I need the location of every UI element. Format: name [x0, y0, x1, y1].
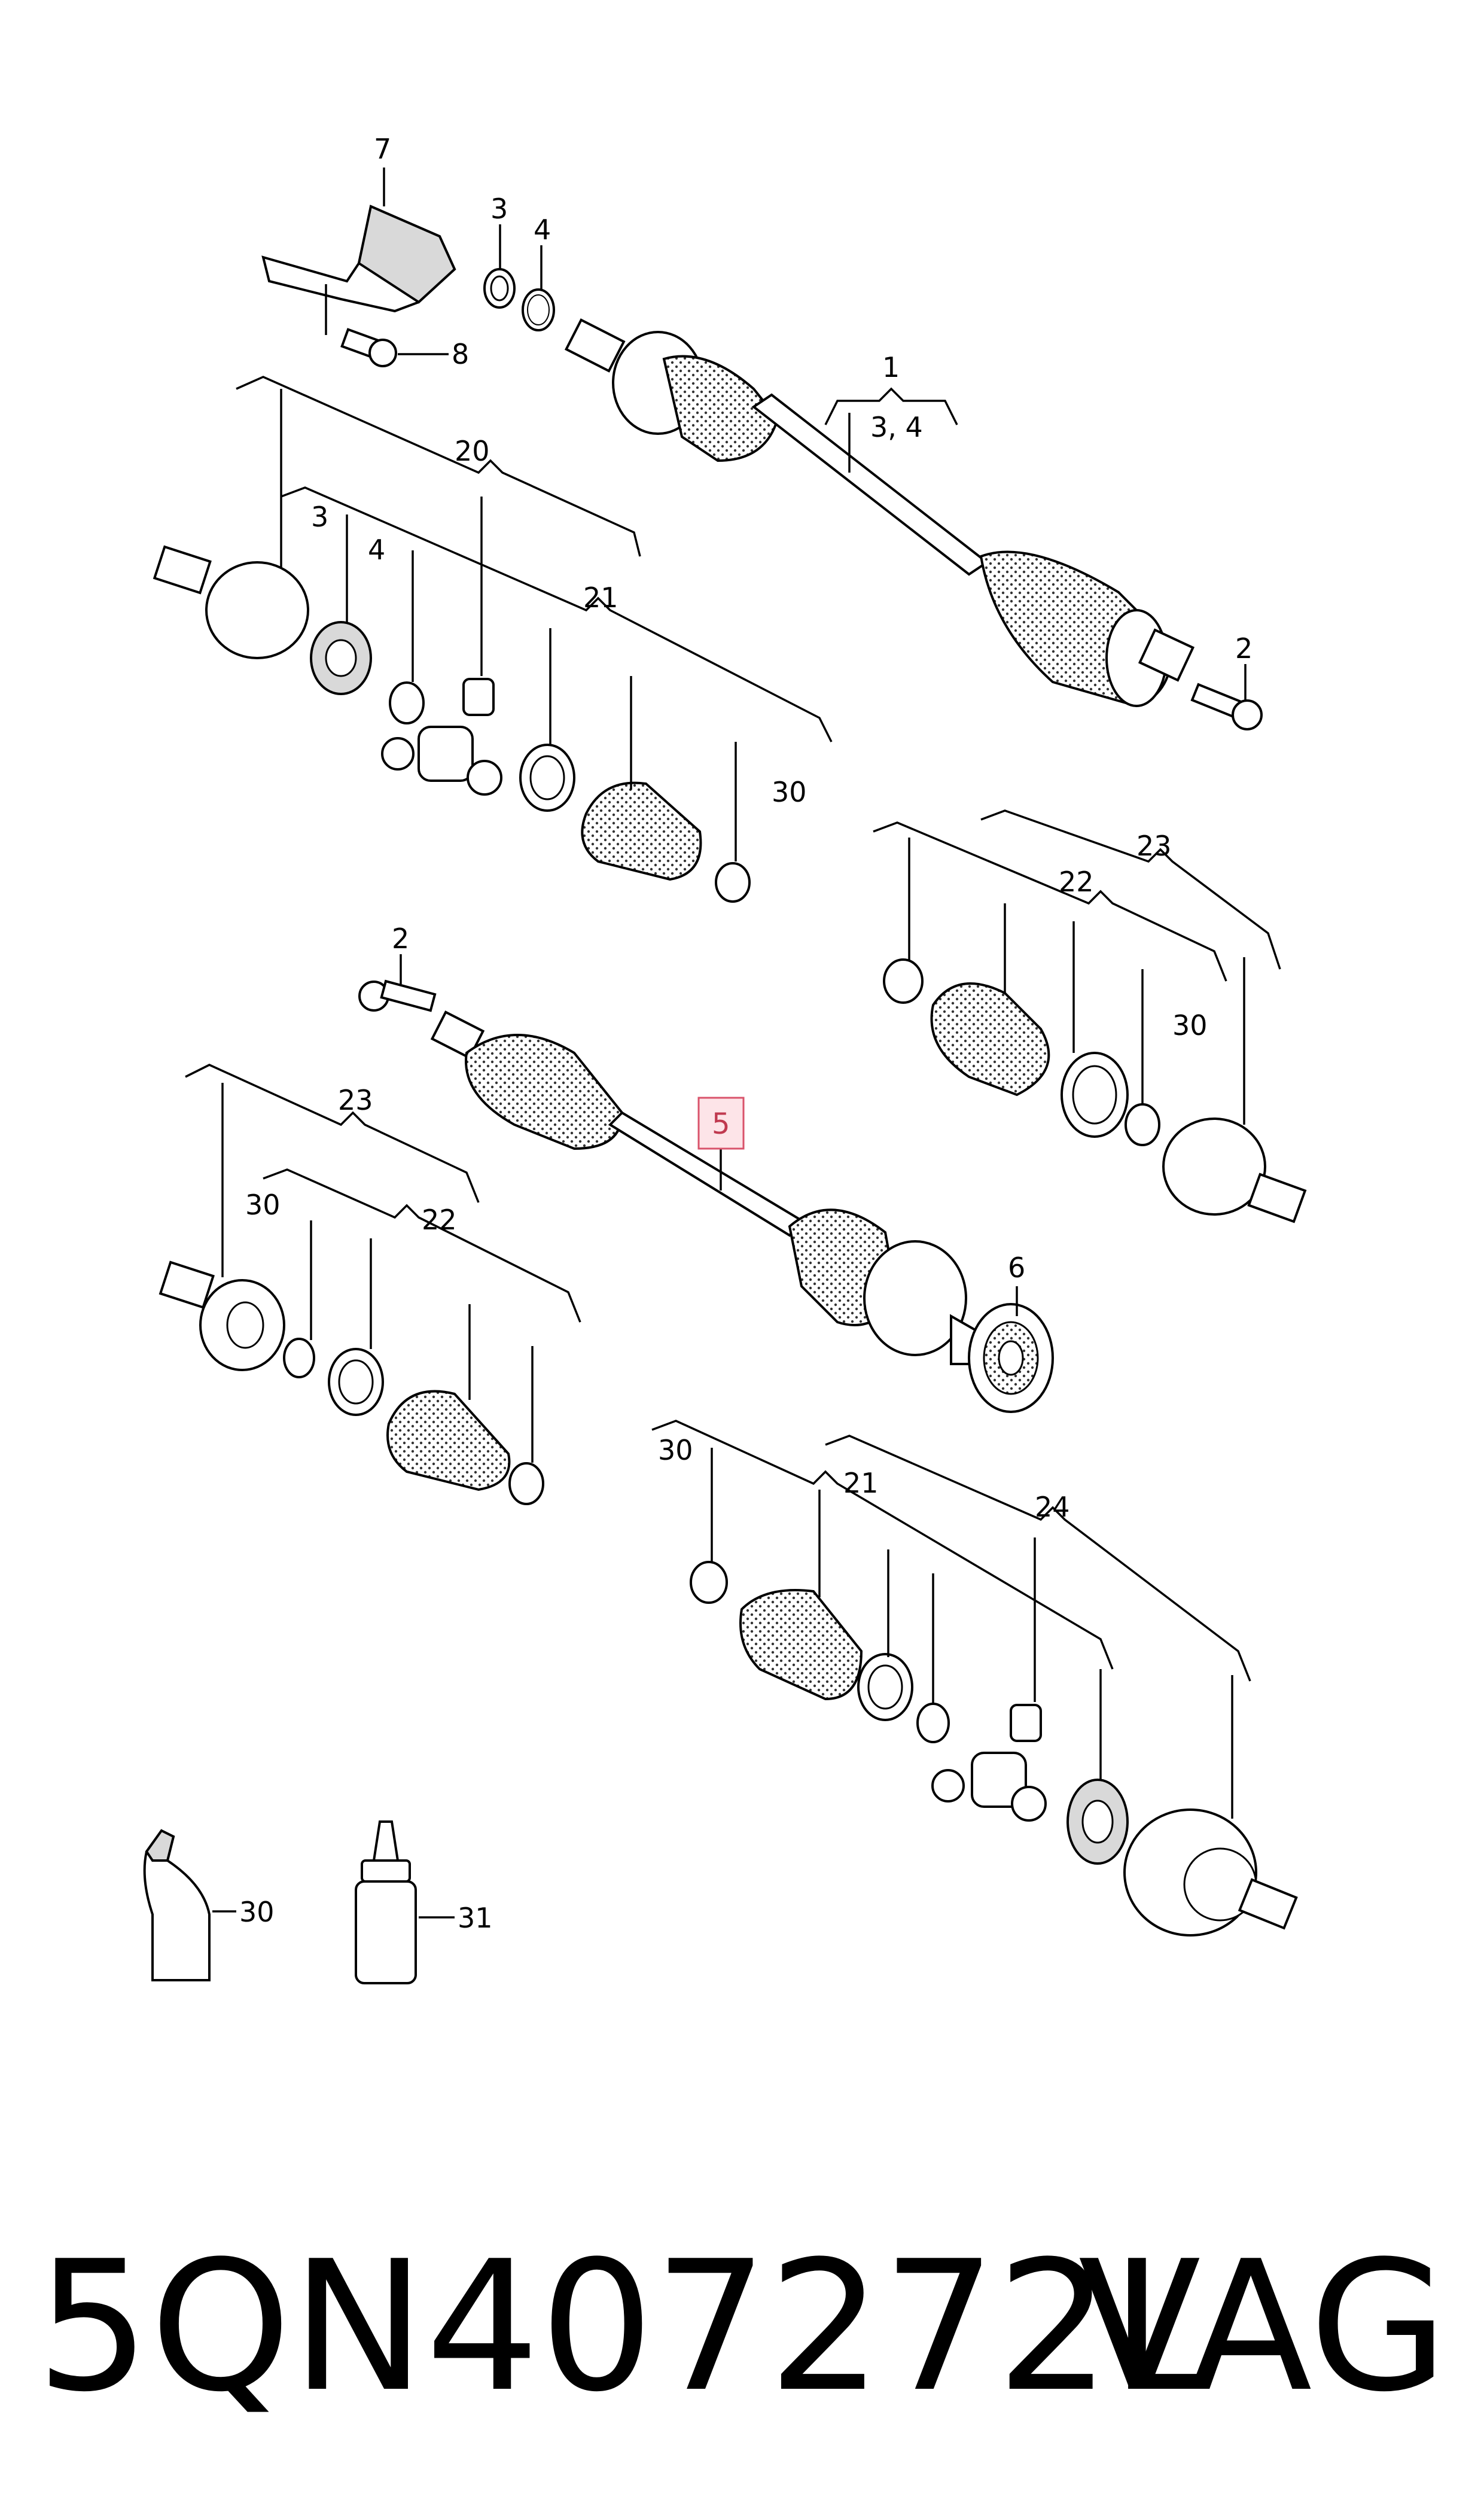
callout-5-highlight	[697, 1097, 745, 1150]
ring-4-top	[522, 288, 555, 331]
boot-left	[386, 1390, 511, 1491]
bolt-8	[340, 328, 397, 367]
callout-8: 8	[452, 338, 469, 370]
callout-4-left: 4	[368, 534, 385, 566]
bracket-1	[824, 387, 958, 473]
callout-23-b: 23	[338, 1084, 373, 1116]
sealant-bottle	[355, 1820, 417, 1984]
callout-2-top: 2	[1235, 632, 1253, 665]
clamp-bottom-2	[857, 1653, 913, 1721]
bracket-21-30	[281, 486, 833, 742]
circlip-4-left	[389, 681, 425, 724]
outer-joint-bottom	[1123, 1808, 1298, 1937]
callout-31: 31	[458, 1902, 493, 1934]
washer-6	[968, 1303, 1054, 1413]
outer-joint-top	[153, 545, 309, 659]
brand-name: VAG	[1078, 2222, 1448, 2431]
drive-shaft-5	[430, 1010, 994, 1365]
bracket-22-30	[873, 821, 1227, 982]
boot-top	[581, 781, 702, 881]
clamp-bottom-1	[690, 1561, 728, 1604]
callout-2-mid: 2	[392, 922, 409, 955]
callout-3-left: 3	[311, 501, 328, 533]
grease-tube	[143, 1829, 211, 1981]
callout-4-top: 4	[534, 214, 551, 246]
callout-30-e: 30	[239, 1896, 275, 1928]
heat-shield	[261, 205, 456, 335]
clamp-top-1	[519, 744, 575, 812]
tripod-joint-top	[381, 678, 502, 796]
callout-21-a: 21	[583, 581, 618, 614]
bolt-2-mid	[358, 979, 437, 1012]
boot-mid-right	[930, 982, 1050, 1097]
bracket-30-21	[651, 1420, 1114, 1670]
bracket-23-left	[185, 1064, 480, 1203]
callout-7: 7	[374, 133, 391, 165]
callout-30-a: 30	[772, 776, 807, 808]
boot-bottom	[739, 1589, 863, 1701]
circlip-left	[283, 1338, 315, 1378]
callout-22-a: 22	[1059, 866, 1094, 898]
footer: 5QN407272L VAG	[0, 2213, 1484, 2441]
callout-24: 24	[1035, 1491, 1070, 1523]
circlip-mid	[1125, 1103, 1160, 1146]
cap-3-left	[310, 621, 372, 695]
callout-5: 5	[712, 1107, 730, 1141]
callout-6: 6	[1008, 1252, 1025, 1284]
bracket-20	[236, 376, 641, 557]
callout-3-top: 3	[490, 193, 508, 225]
inner-joint-left	[159, 1260, 285, 1371]
bracket-22-left	[263, 1168, 581, 1323]
part-number: 5QN407272L	[36, 2222, 1211, 2431]
bracket-24	[825, 1435, 1251, 1682]
clamp-mid-2	[1061, 1052, 1129, 1138]
clamp-mid-1	[883, 958, 924, 1004]
callout-23-a: 23	[1136, 830, 1172, 862]
tripod-joint-bottom	[931, 1704, 1047, 1822]
callout-1: 1	[882, 351, 900, 383]
callout-30-c: 30	[245, 1189, 281, 1221]
cap-bottom	[1066, 1779, 1129, 1865]
bracket-23	[980, 809, 1281, 970]
bolt-2-top	[1190, 683, 1263, 730]
clamp-top-2	[715, 862, 751, 903]
circlip-3-top	[483, 268, 516, 309]
callout-22-b: 22	[422, 1204, 457, 1236]
circlip-bottom	[916, 1703, 950, 1743]
callout-30-b: 30	[1172, 1009, 1208, 1042]
callout-30-d: 30	[658, 1434, 693, 1466]
inner-joint-mid	[1162, 1118, 1307, 1223]
callout-1-sub: 3, 4	[870, 411, 923, 443]
drive-shaft-1	[564, 318, 1195, 708]
callout-20: 20	[455, 435, 490, 467]
clamp-left-2	[508, 1462, 544, 1505]
clamp-left-1	[328, 1348, 384, 1416]
callout-21-b: 21	[843, 1467, 879, 1499]
